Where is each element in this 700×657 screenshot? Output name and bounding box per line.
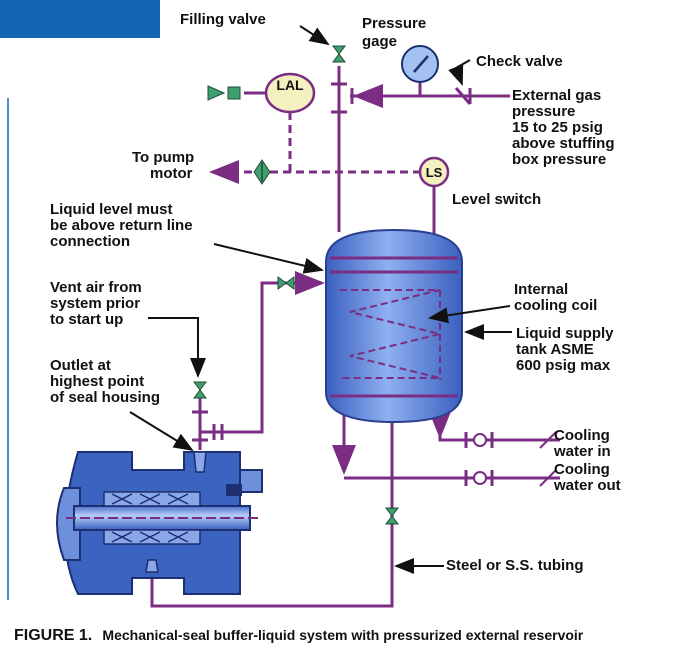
label-cooling-in-2: water in (553, 443, 611, 460)
label-vent-air-2: system prior (50, 295, 140, 312)
label-cooling-in-1: Cooling (554, 427, 610, 444)
cooling-out-valve-icon[interactable] (464, 469, 557, 487)
label-liquid-supply-1: Liquid supply (516, 325, 614, 342)
figure-caption: FIGURE 1. Mechanical-seal buffer-liquid … (14, 627, 584, 644)
label-filling-valve: Filling valve (180, 11, 266, 28)
label-external-gas-4: above stuffing (512, 135, 615, 152)
label-tubing: Steel or S.S. tubing (446, 557, 584, 574)
label-vent-air-3: to start up (50, 311, 123, 328)
return-line-valve-icon[interactable] (277, 276, 295, 290)
figure-caption-text: Mechanical-seal buffer-liquid system wit… (102, 627, 583, 643)
leader-check-valve (448, 59, 471, 86)
label-external-gas-5: box pressure (512, 151, 606, 168)
filling-valve-icon[interactable] (332, 45, 346, 63)
label-pressure-gage-2: gage (362, 33, 397, 50)
pump-motor-valve-icon (253, 159, 271, 185)
label-pressure-gage-1: Pressure (362, 15, 426, 32)
label-external-gas-2: pressure (512, 103, 575, 120)
label-cooling-out-1: Cooling (554, 461, 610, 478)
label-liquid-level-1: Liquid level must (50, 201, 173, 218)
ls-label: LS (426, 165, 443, 180)
label-internal-coil-1: Internal (514, 281, 568, 298)
cooling-in-pipe (438, 408, 560, 442)
accent-block (0, 0, 160, 38)
cooling-in-valve-icon[interactable] (464, 431, 557, 449)
leader-filling-valve (299, 25, 330, 46)
label-liquid-supply-3: 600 psig max (516, 357, 611, 374)
check-valve-icon (454, 87, 472, 105)
seal-housing (56, 451, 263, 595)
label-external-gas-3: 15 to 25 psig (512, 119, 603, 136)
leader-cooling-coil (428, 305, 511, 324)
label-external-gas-1: External gas (512, 87, 601, 104)
liquid-supply-tank (325, 228, 463, 424)
vent-valve-icon[interactable] (193, 381, 207, 399)
supply-line-valve-icon[interactable] (385, 507, 399, 525)
label-level-switch: Level switch (452, 191, 541, 208)
label-vent-air-1: Vent air from (50, 279, 142, 296)
label-outlet-1: Outlet at (50, 357, 111, 374)
pressure-gage-icon (401, 45, 439, 83)
label-to-pump-2: motor (150, 165, 193, 182)
leader-outlet (129, 411, 194, 452)
leader-vent-air (148, 317, 206, 378)
label-to-pump-1: To pump (132, 149, 194, 166)
label-liquid-level-3: connection (50, 233, 130, 250)
label-internal-coil-2: cooling coil (514, 297, 597, 314)
leader-liquid-level (213, 243, 324, 274)
label-check-valve: Check valve (476, 53, 563, 70)
lal-instrument: LAL (207, 72, 316, 114)
label-cooling-out-2: water out (553, 477, 621, 494)
label-liquid-level-2: be above return line (50, 217, 193, 234)
label-liquid-supply-2: tank ASME (516, 341, 594, 358)
figure-number: FIGURE 1. (14, 627, 92, 644)
ls-instrument: LS (418, 156, 450, 188)
return-line (238, 281, 320, 434)
lal-label: LAL (276, 77, 304, 93)
label-outlet-2: highest point (50, 373, 144, 390)
label-outlet-3: of seal housing (50, 389, 160, 406)
